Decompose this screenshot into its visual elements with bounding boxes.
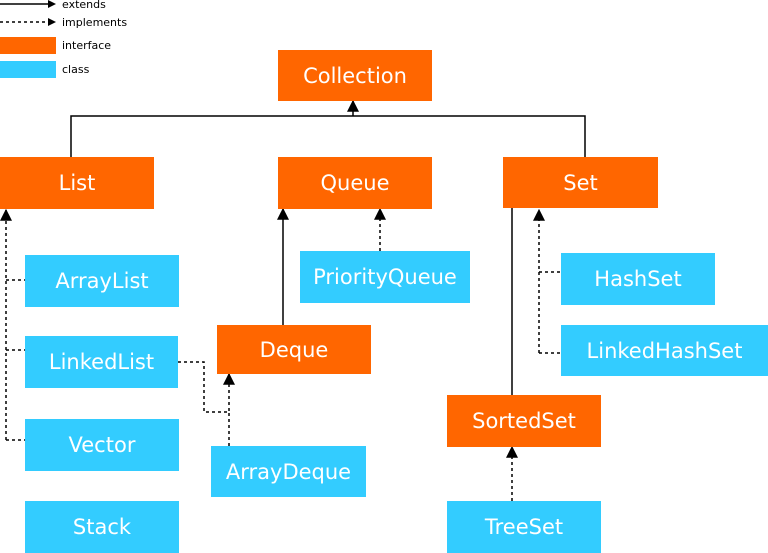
node-collection: Collection bbox=[278, 50, 432, 101]
node-vector: Vector bbox=[25, 419, 179, 471]
node-sortedset: SortedSet bbox=[447, 395, 601, 447]
node-treeset: TreeSet bbox=[447, 501, 601, 553]
legend-extends-label: extends bbox=[62, 0, 106, 11]
node-queue: Queue bbox=[278, 157, 432, 209]
class-swatch bbox=[0, 60, 56, 78]
node-linkedlist: LinkedList bbox=[25, 336, 178, 388]
solid-arrow-icon bbox=[0, 0, 56, 8]
node-priorityqueue: PriorityQueue bbox=[300, 251, 470, 303]
legend-interface: interface bbox=[0, 36, 112, 54]
node-stack: Stack bbox=[25, 501, 179, 553]
interface-swatch bbox=[0, 36, 56, 54]
node-deque: Deque bbox=[217, 325, 371, 374]
dashed-arrow-icon bbox=[0, 18, 56, 26]
extends-list-collection bbox=[70, 115, 586, 157]
legend-extends: extends bbox=[0, 0, 106, 12]
node-list: List bbox=[0, 157, 154, 209]
node-linkedhashset: LinkedHashSet bbox=[561, 325, 768, 376]
legend-class-label: class bbox=[62, 62, 90, 76]
node-hashset: HashSet bbox=[561, 253, 715, 305]
legend-implements-label: implements bbox=[62, 15, 128, 29]
node-set: Set bbox=[503, 157, 658, 208]
legend-implements: implements bbox=[0, 14, 127, 30]
legend-interface-label: interface bbox=[62, 38, 112, 52]
node-arraydeque: ArrayDeque bbox=[211, 446, 366, 497]
node-arraylist: ArrayList bbox=[25, 255, 179, 307]
legend-class: class bbox=[0, 60, 90, 78]
